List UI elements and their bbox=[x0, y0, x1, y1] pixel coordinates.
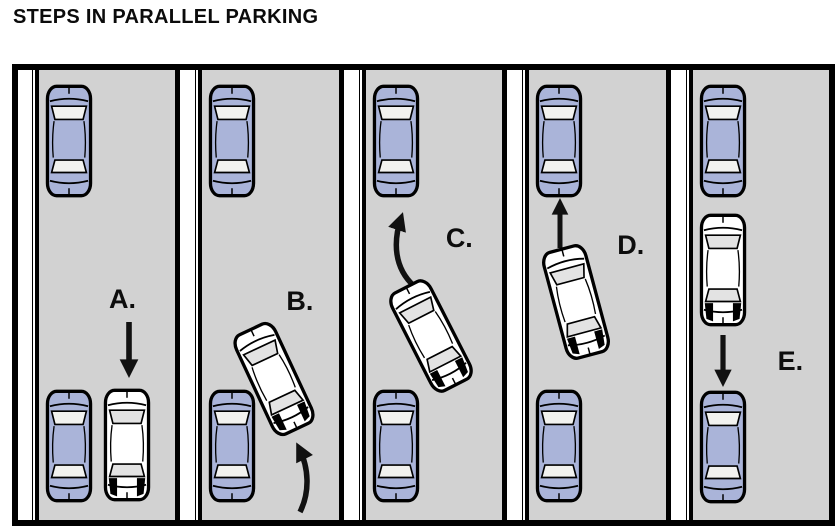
parked-car-bottom-icon bbox=[45, 389, 93, 503]
down-arrow-icon bbox=[713, 335, 732, 387]
maneuvering-car-icon bbox=[103, 388, 151, 502]
step-label-a: A. bbox=[109, 284, 136, 314]
step-label-b: B. bbox=[286, 286, 314, 316]
step-label-c: C. bbox=[445, 223, 473, 253]
panel-step-c: C. bbox=[361, 70, 508, 520]
up-arrow-icon bbox=[551, 198, 569, 248]
left-sidewalk-strip bbox=[18, 70, 33, 520]
curved-up-arrow-icon bbox=[296, 442, 314, 514]
parked-car-top-icon bbox=[699, 84, 746, 198]
panel-step-d: D. bbox=[525, 70, 671, 520]
parked-car-bottom-icon bbox=[536, 389, 583, 503]
parked-car-top-icon bbox=[372, 84, 420, 198]
curved-up-arrow-icon bbox=[388, 212, 416, 288]
panel-step-a: A. bbox=[35, 70, 181, 520]
maneuvering-car-icon bbox=[699, 213, 746, 327]
panel-gap bbox=[507, 70, 524, 520]
maneuvering-car-icon bbox=[539, 241, 613, 363]
parked-car-bottom-icon bbox=[372, 389, 420, 503]
parked-car-bottom-icon bbox=[699, 390, 746, 504]
step-label-d: D. bbox=[617, 230, 645, 260]
down-arrow-icon bbox=[119, 322, 139, 378]
parked-car-top-icon bbox=[45, 84, 93, 198]
diagram-frame: A. B. C. bbox=[12, 64, 835, 526]
parked-car-top-icon bbox=[209, 84, 256, 198]
page-title: STEPS IN PARALLEL PARKING bbox=[13, 6, 319, 28]
parked-car-bottom-icon bbox=[209, 389, 256, 503]
panel-step-b: B. bbox=[198, 70, 344, 520]
maneuvering-car-icon bbox=[385, 275, 477, 397]
panel-gap bbox=[180, 70, 197, 520]
step-label-e: E. bbox=[777, 346, 804, 376]
parked-car-top-icon bbox=[536, 84, 583, 198]
panel-step-e: E. bbox=[688, 70, 830, 520]
panel-gap bbox=[343, 70, 360, 520]
panel-gap bbox=[670, 70, 687, 520]
